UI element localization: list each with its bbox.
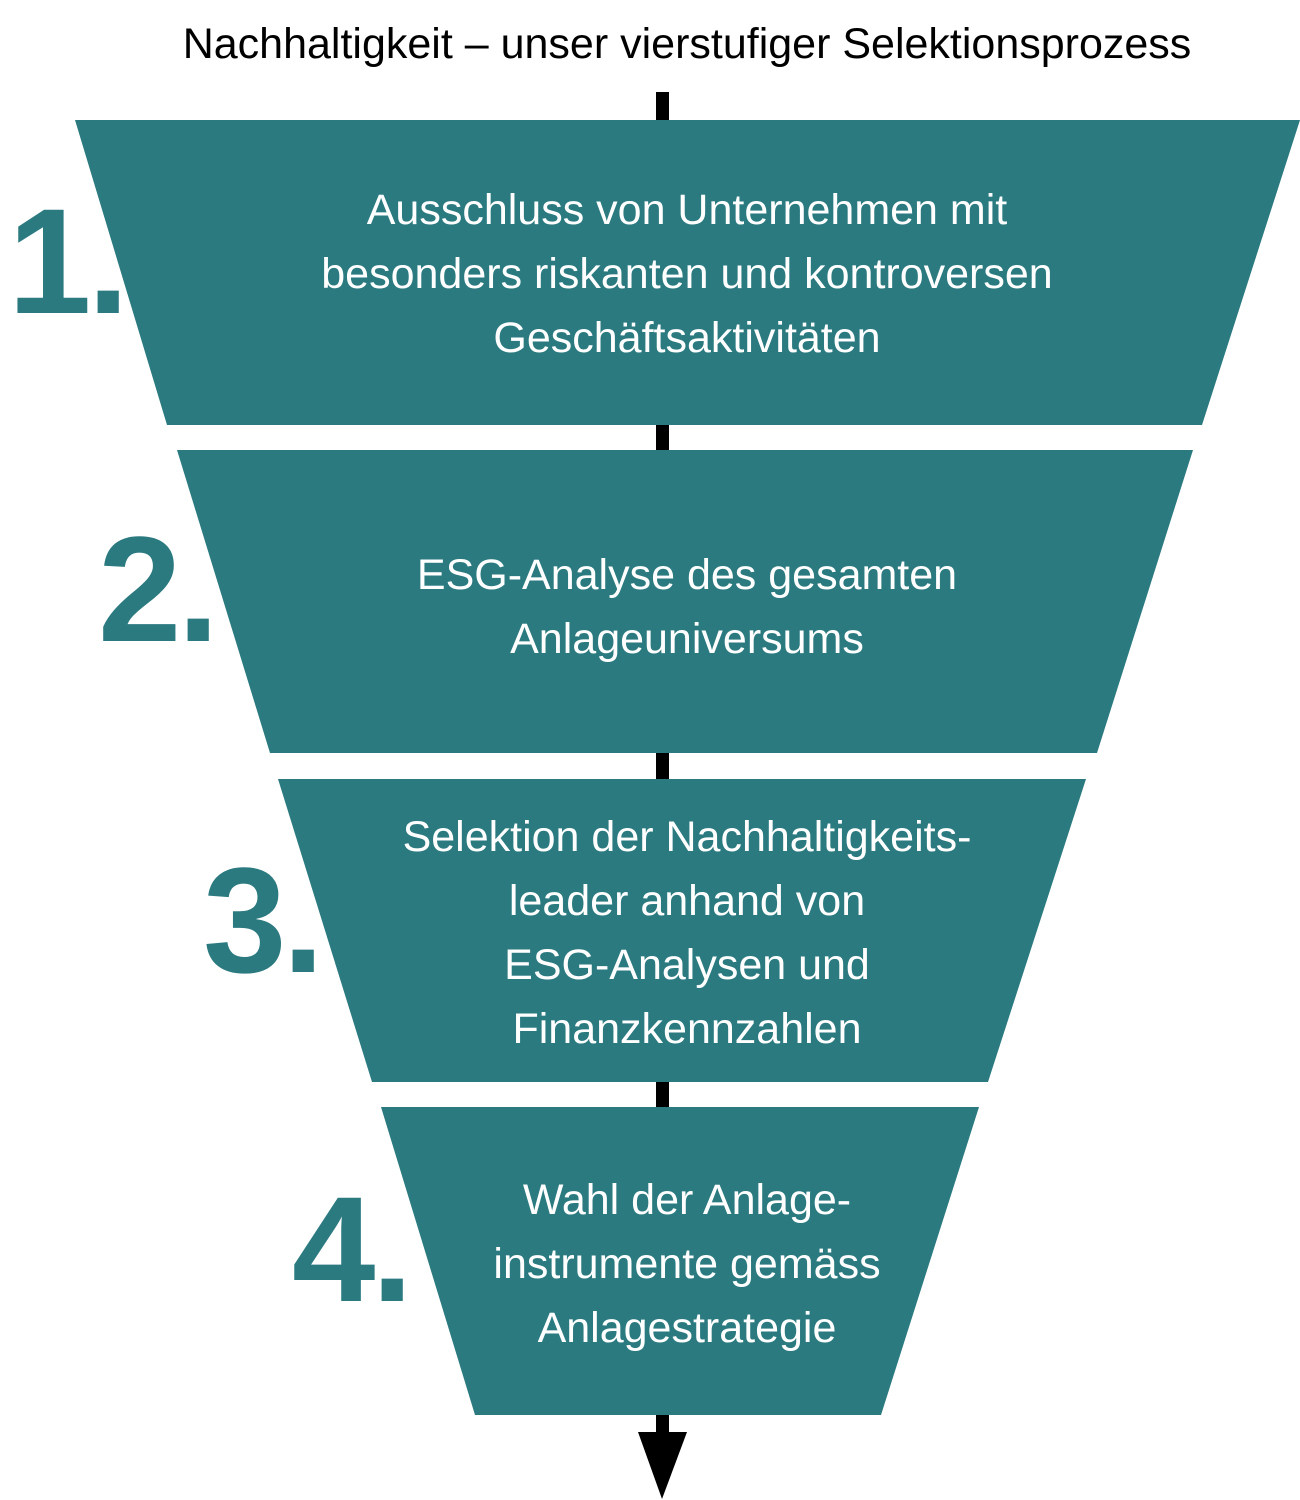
stage-3-text: Selektion der Nachhaltigkeits- leader an… [237,805,1137,1061]
stage-text-line: instrumente gemäss [493,1240,881,1288]
stage-text-line: Geschäftsaktivitäten [493,314,881,362]
stage-text-line: Ausschluss von Unternehmen mit [366,186,1008,234]
funnel-stage-1 [75,120,1300,425]
stage-text-line: Wahl der Anlage- [522,1176,852,1224]
funnel-stage-4 [381,1107,979,1415]
funnel-stage-2 [177,450,1193,753]
stage-text-line: Anlagestrategie [537,1304,837,1352]
stage-text-line: leader anhand von [508,877,866,925]
funnel-stage-3 [278,779,1086,1082]
diagram-title: Nachhaltigkeit – unser vierstufiger Sele… [182,20,1192,68]
stage-text-line: Selektion der Nachhaltigkeits- [402,813,972,861]
stage-number-4: 4. [292,1165,413,1333]
process-arrow-shaft [656,92,669,1437]
stage-number-3: 3. [203,836,324,1004]
stage-number-2: 2. [98,505,219,673]
stage-4-text: Wahl der Anlage- instrumente gemäss Anla… [237,1168,1137,1360]
stage-text-line: Anlageuniversums [510,615,864,663]
stage-text-line: Finanzkennzahlen [512,1005,862,1053]
stage-number-1: 1. [8,177,129,345]
stage-2-text: ESG-Analyse des gesamten Anlageuniversum… [237,543,1137,671]
stage-1-text: Ausschluss von Unternehmen mit besonders… [237,178,1137,370]
stage-text-line: ESG-Analyse des gesamten [416,551,958,599]
stage-text-line: besonders riskanten und kontroversen [321,250,1053,298]
process-arrow-head [638,1432,687,1499]
stage-text-line: ESG-Analysen und [504,941,870,989]
